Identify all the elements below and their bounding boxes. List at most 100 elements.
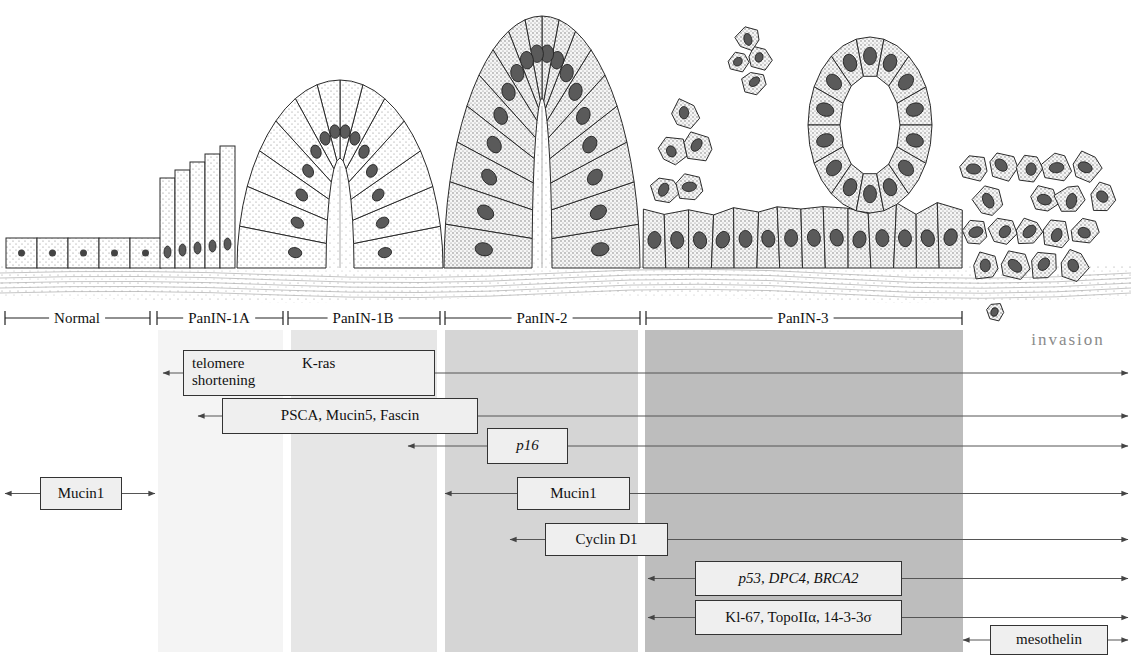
atypical-cell bbox=[1071, 218, 1099, 243]
atypical-cell bbox=[848, 208, 871, 268]
marker-text: Cyclin D1 bbox=[575, 531, 637, 548]
cell-nucleus bbox=[864, 185, 877, 203]
cell-nucleus bbox=[1049, 227, 1064, 244]
cell-nucleus bbox=[1021, 223, 1039, 241]
atypical-cell bbox=[894, 203, 917, 268]
atypical-cell bbox=[651, 178, 682, 203]
tissue-cells bbox=[0, 16, 1131, 321]
cell-nucleus bbox=[370, 187, 386, 204]
cell-nucleus bbox=[852, 230, 868, 249]
cell-nucleus bbox=[580, 134, 600, 156]
range-arrow bbox=[445, 493, 517, 494]
atypical-cell bbox=[987, 304, 1004, 321]
cell-nucleus bbox=[665, 144, 678, 158]
cell-nucleus bbox=[164, 246, 171, 258]
cell-nucleus bbox=[692, 230, 709, 250]
marker-box: Mucin1 bbox=[517, 477, 630, 510]
columnar-cell bbox=[160, 178, 175, 268]
atypical-cell bbox=[801, 207, 825, 268]
columnar-cell bbox=[190, 162, 205, 268]
atypical-cell bbox=[988, 218, 1017, 244]
atypical-cell bbox=[735, 27, 759, 51]
cell-nucleus bbox=[823, 71, 844, 93]
cell-nucleus bbox=[289, 215, 306, 231]
atypical-cell bbox=[689, 210, 714, 268]
cell-nucleus bbox=[574, 105, 592, 126]
cell-nucleus bbox=[784, 229, 798, 246]
atypical-cell bbox=[960, 156, 987, 181]
cell-nucleus bbox=[679, 106, 689, 119]
atypical-cell bbox=[937, 203, 962, 268]
atypical-cell bbox=[676, 174, 703, 200]
cell-nucleus bbox=[898, 229, 913, 247]
atypical-cell bbox=[990, 153, 1018, 181]
cell-nucleus bbox=[904, 132, 925, 150]
cell-nucleus bbox=[377, 246, 392, 259]
normal-cell bbox=[99, 238, 130, 268]
atypical-cell bbox=[757, 207, 780, 268]
cell-nucleus bbox=[1077, 160, 1094, 175]
cell-nucleus bbox=[300, 163, 315, 180]
stroma-fiber bbox=[0, 289, 1131, 298]
atypical-cell bbox=[672, 99, 700, 129]
cell-nucleus bbox=[287, 246, 302, 259]
marker-box: p16 bbox=[487, 428, 568, 464]
cell-nucleus bbox=[895, 71, 916, 93]
atypical-cell bbox=[962, 220, 987, 244]
normal-cell bbox=[68, 238, 99, 268]
atypical-cell bbox=[916, 203, 939, 268]
cell-nucleus bbox=[980, 259, 990, 272]
stage-label: PanIN-2 bbox=[512, 309, 573, 327]
marker-text: K-ras bbox=[302, 355, 335, 372]
cell-nucleus bbox=[669, 231, 684, 250]
stage-band bbox=[645, 330, 963, 652]
atypical-cell bbox=[664, 210, 688, 268]
cell-nucleus bbox=[647, 231, 662, 249]
marker-box: Cyclin D1 bbox=[545, 523, 668, 556]
cell-nucleus bbox=[475, 202, 497, 223]
range-arrow bbox=[668, 539, 1128, 540]
cell-nucleus bbox=[1049, 162, 1065, 174]
marker-box: Kl-67, TopoIIα, 14-3-3σ bbox=[695, 600, 902, 635]
cell-nucleus bbox=[841, 52, 859, 73]
normal-cell bbox=[130, 238, 161, 268]
stage-label: PanIN-3 bbox=[773, 309, 834, 327]
atypical-cell bbox=[1091, 182, 1116, 211]
cell-nucleus bbox=[209, 240, 216, 252]
cell-nucleus bbox=[881, 177, 899, 198]
atypical-cell bbox=[1001, 251, 1030, 280]
atypical-cell bbox=[643, 209, 666, 268]
atypical-cell bbox=[777, 207, 802, 268]
cell-nucleus bbox=[587, 202, 609, 223]
normal-cell bbox=[6, 238, 37, 268]
stage-label: Normal bbox=[49, 309, 105, 327]
cell-nucleus bbox=[754, 52, 764, 64]
cell-nucleus bbox=[656, 181, 671, 198]
cell-nucleus bbox=[739, 230, 753, 247]
stroma bbox=[0, 266, 1131, 303]
cell-nucleus bbox=[828, 228, 845, 248]
cell-nucleus bbox=[500, 82, 517, 102]
cell-nucleus bbox=[815, 132, 836, 150]
atypical-cell bbox=[823, 207, 848, 268]
cell-nucleus bbox=[309, 144, 323, 160]
atypical-cell bbox=[1031, 186, 1059, 211]
cell-nucleus bbox=[714, 230, 732, 250]
cell-nucleus bbox=[111, 250, 118, 257]
columnar-cell bbox=[175, 170, 190, 268]
cell-nucleus bbox=[760, 229, 776, 248]
cell-nucleus bbox=[474, 241, 494, 258]
atypical-cell bbox=[974, 252, 998, 279]
range-arrow bbox=[510, 539, 545, 540]
stroma-fiber bbox=[340, 166, 341, 268]
stage-label: PanIN-1B bbox=[328, 309, 399, 327]
cell-nucleus bbox=[484, 134, 504, 156]
range-arrow bbox=[568, 446, 1128, 447]
cell-nucleus bbox=[179, 244, 186, 256]
stage-label: invasion bbox=[1026, 330, 1110, 350]
cell-nucleus bbox=[294, 187, 310, 204]
atypical-cell bbox=[1043, 220, 1069, 248]
atypical-cell bbox=[742, 73, 767, 95]
